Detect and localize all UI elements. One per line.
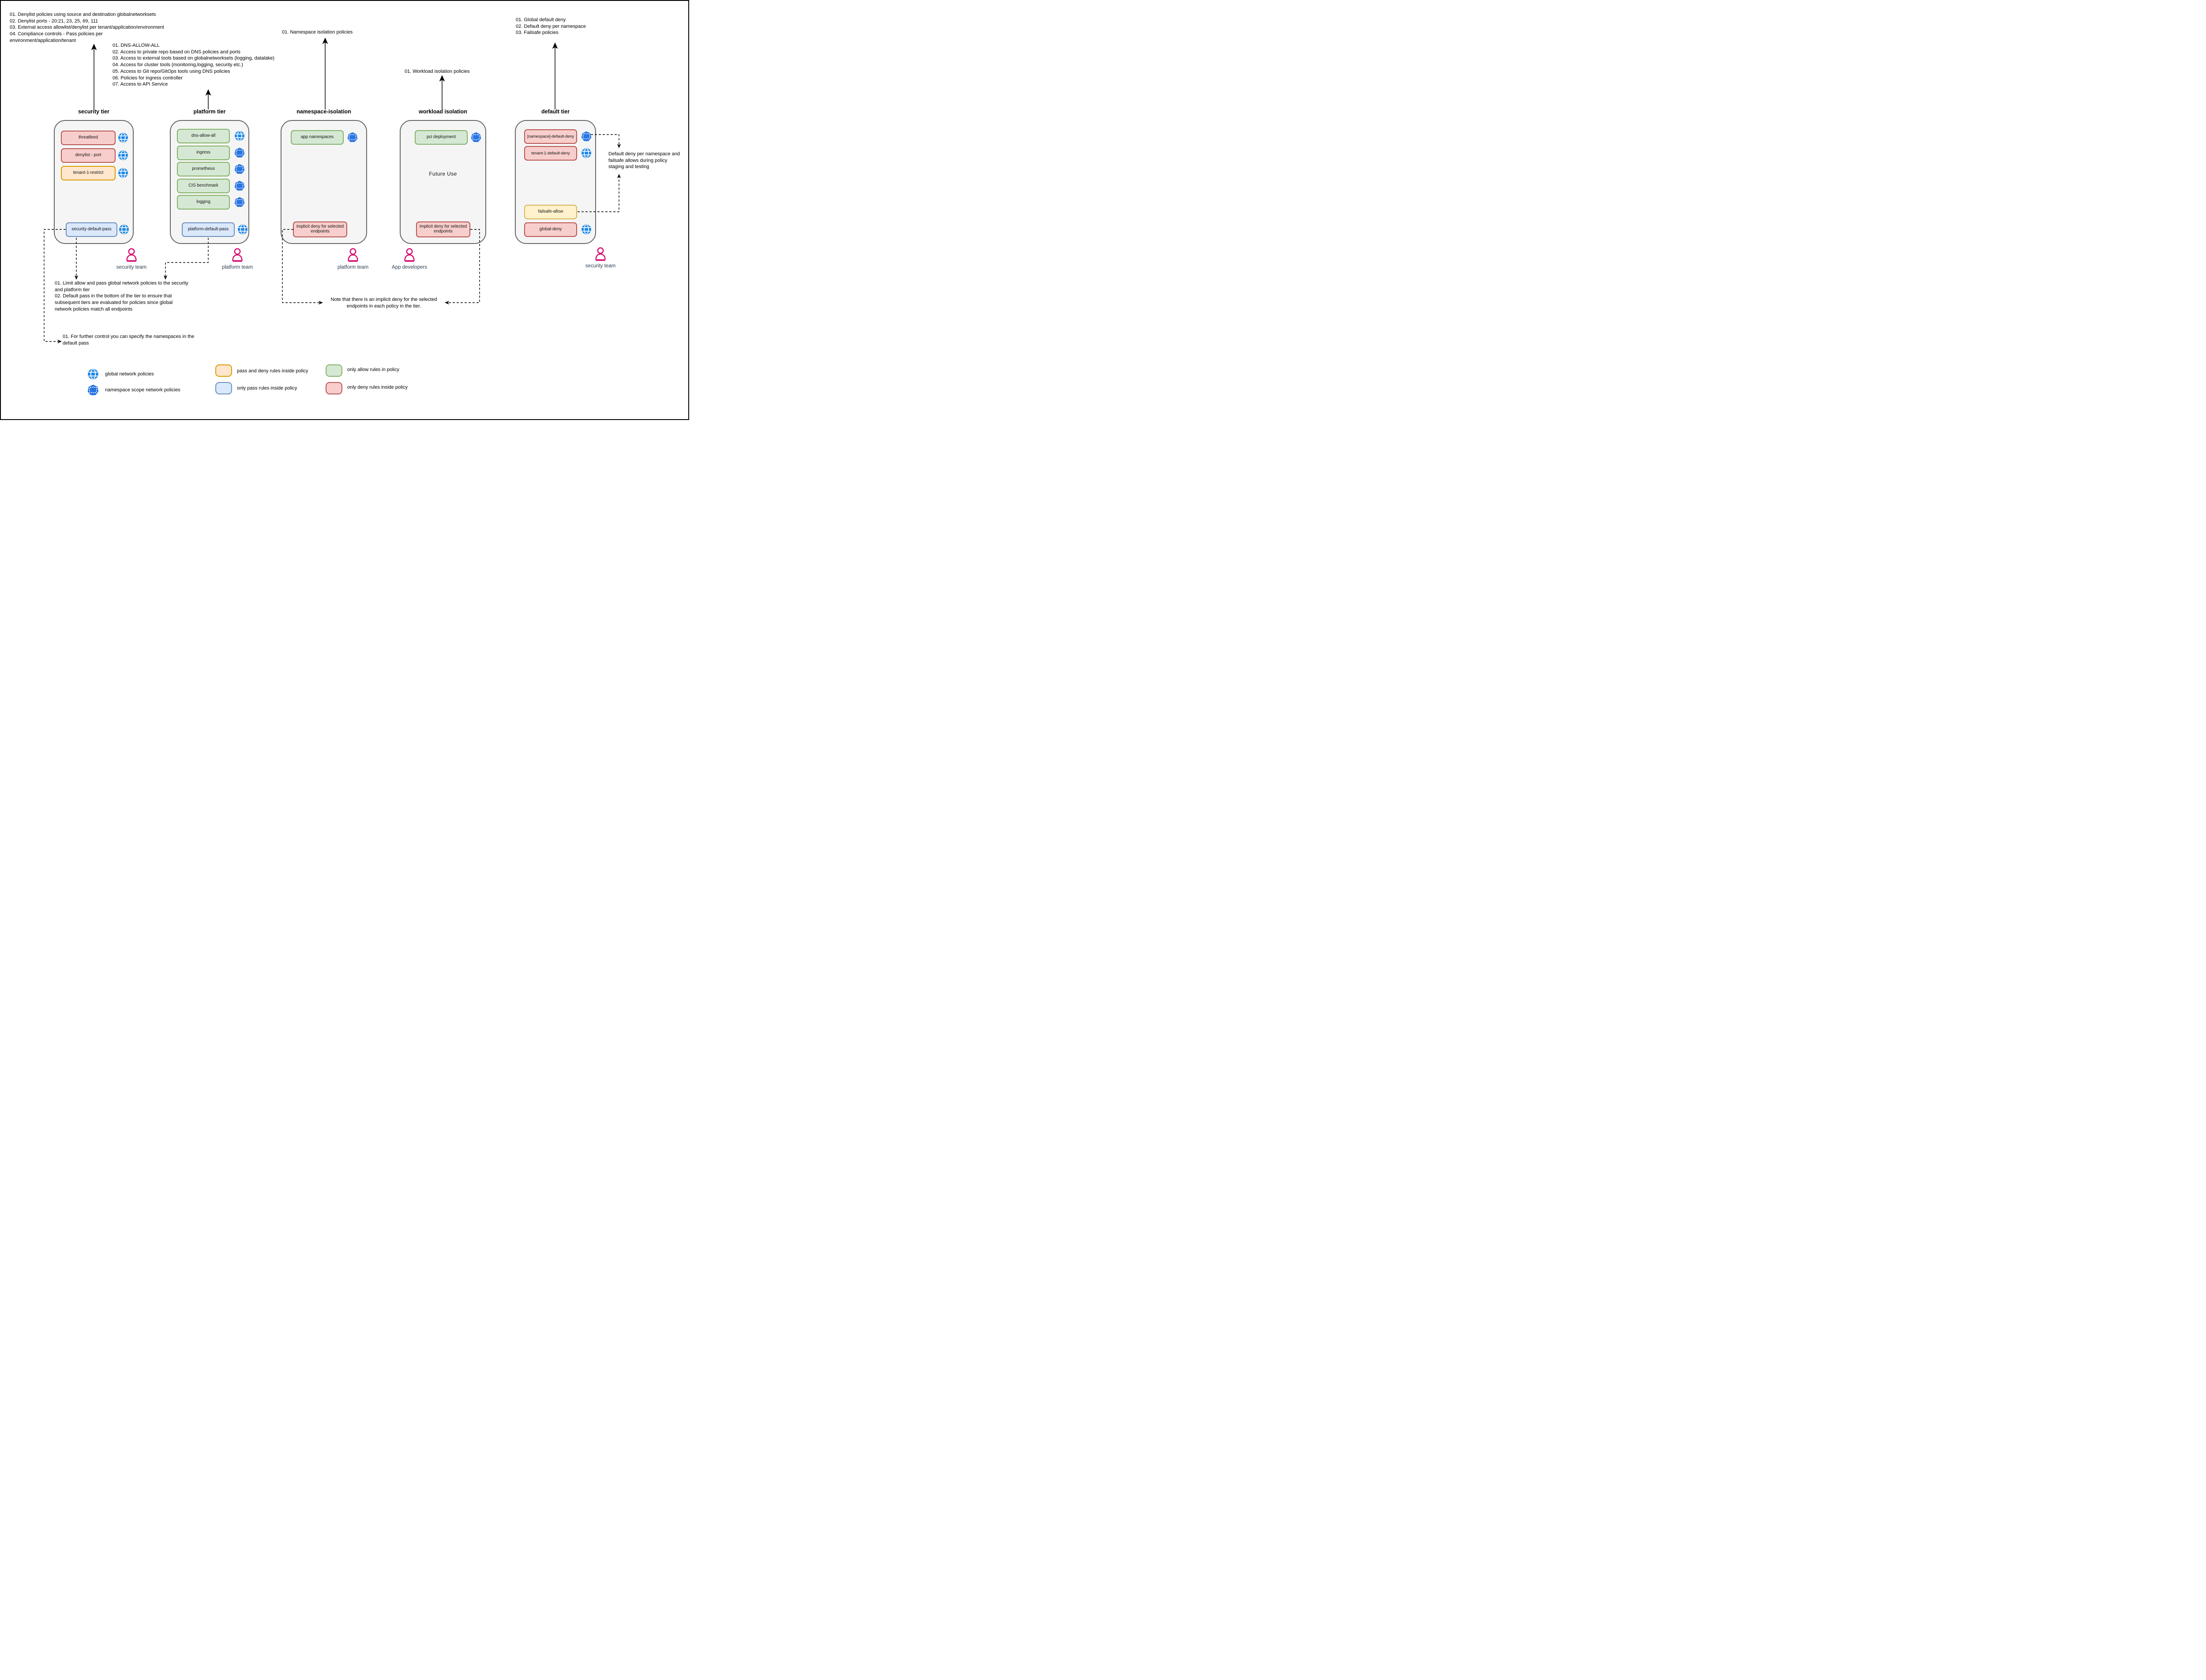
policy-box-prometheus: prometheus xyxy=(177,162,230,176)
policy-box-app-namespaces: app namespaces xyxy=(291,130,344,145)
arrowhead-failsafe-note-up xyxy=(617,174,621,178)
namespace-icon xyxy=(234,197,245,207)
policy-box-global-deny: global-deny xyxy=(524,222,577,237)
further-control-note: 01. For further control you can specify … xyxy=(63,334,195,346)
policy-box-threatfeed: threatfeed xyxy=(61,131,116,145)
team-label-security-1: security team xyxy=(116,265,147,270)
person-icon xyxy=(232,248,243,262)
policy-box-platform-default-pass: platform-default-pass xyxy=(182,222,235,237)
arrowhead-workload-up xyxy=(439,75,445,82)
legend-label-allow: only allow rules in policy xyxy=(347,367,399,372)
globe-icon xyxy=(237,224,248,235)
arrowhead-platform-up xyxy=(205,89,211,96)
platform-tier-annotation: 01. DNS-ALLOW-ALL 02. Access to private … xyxy=(113,43,274,87)
policy-box-failsafe-allow: failsafe-allow xyxy=(524,205,577,219)
security-tier-annotation: 01. Denylist policies using source and d… xyxy=(10,12,164,43)
arrowhead-default-up xyxy=(552,42,558,49)
tier-title-namespace-isolation: namespace-isolation xyxy=(296,109,351,115)
workload-isolation-annotation: 01. Workload isolation policies xyxy=(405,69,470,74)
globe-icon xyxy=(581,148,592,158)
policy-box-pci-deployment: pci deployment xyxy=(415,130,468,145)
globe-icon xyxy=(234,131,245,141)
globe-icon xyxy=(118,132,128,143)
policy-box-tenant-1-default-deny: tenant-1-default-deny xyxy=(524,146,577,161)
legend-swatch-pass xyxy=(215,382,232,394)
policy-box-denylist-port: denylist - port xyxy=(61,148,116,163)
team-label-security-2: security team xyxy=(585,263,616,269)
tier-title-platform: platform tier xyxy=(193,109,226,115)
tier-title-workload-isolation: workload isolation xyxy=(419,109,467,115)
arrowhead-note-right xyxy=(445,300,449,305)
future-use-label: Future Use xyxy=(429,171,457,177)
person-icon xyxy=(595,247,606,261)
legend-swatch-passdeny xyxy=(215,364,232,377)
namespace-icon xyxy=(471,132,481,142)
arrowhead-security-up xyxy=(91,44,97,50)
policy-box-namespace-default-deny: [namespace]-default-deny xyxy=(524,129,577,144)
implicit-deny-note: Note that there is an implicit deny for … xyxy=(330,297,437,309)
team-label-app-developers: App developers xyxy=(392,265,427,270)
policy-box-security-default-pass: security-default-pass xyxy=(66,222,117,237)
globe-icon xyxy=(87,368,99,380)
arrowhead-further-control xyxy=(57,339,62,344)
team-label-platform-2: platform team xyxy=(337,265,369,270)
default-tier-annotation: 01. Global default deny 02. Default deny… xyxy=(516,17,586,36)
namespace-icon xyxy=(581,131,592,142)
legend-swatch-deny xyxy=(326,382,342,394)
arrowhead-note-left xyxy=(319,300,323,305)
person-icon xyxy=(126,248,137,262)
legend-label-deny: only deny rules inside policy xyxy=(347,385,408,390)
failsafe-note: Default deny per namespace and failsafe … xyxy=(608,151,680,170)
legend-label-pass: only pass rules inside policy xyxy=(237,386,297,391)
tier-title-default: default tier xyxy=(541,109,570,115)
namespace-icon xyxy=(234,147,245,158)
person-icon xyxy=(347,248,359,262)
namespace-icon xyxy=(234,180,245,191)
globe-icon xyxy=(118,168,128,178)
namespace-icon xyxy=(234,164,245,174)
arrowhead-platform-down xyxy=(163,275,168,280)
limit-pass-note: 01. Limit allow and pass global network … xyxy=(55,281,188,312)
policy-box-tenant-1-restrict: tenant-1-restrict xyxy=(61,166,116,180)
team-label-platform-1: platform team xyxy=(221,265,253,270)
diagram-canvas: 01. Denylist policies using source and d… xyxy=(0,0,689,420)
person-icon xyxy=(404,248,415,262)
policy-box-logging: logging xyxy=(177,195,230,210)
globe-icon xyxy=(581,224,592,235)
arrowhead-security-down xyxy=(74,275,79,280)
namespace-isolation-annotation: 01. Namespace isolation policies xyxy=(282,30,353,35)
policy-box-cis-benchmark: CIS benchmark xyxy=(177,179,230,193)
namespace-icon xyxy=(347,132,358,142)
policy-box-ingress: ingress xyxy=(177,146,230,160)
arrowhead-namespace-up xyxy=(322,38,328,44)
policy-box-dns-allow-all: dns-allow-all xyxy=(177,129,230,143)
legend-swatch-allow xyxy=(326,364,342,377)
namespace-icon xyxy=(87,384,99,396)
policy-box-implicit-deny-ns: implicit deny for selected endpoints xyxy=(293,221,347,237)
legend-label-passdeny: pass and deny rules inside policy xyxy=(237,368,308,374)
legend-label-global: global network policies xyxy=(105,371,154,377)
globe-icon xyxy=(119,224,129,235)
globe-icon xyxy=(118,150,128,161)
legend-label-namespace-scope: namespace scope network policies xyxy=(105,387,180,393)
tier-title-security: security tier xyxy=(78,109,109,115)
policy-box-implicit-deny-workload: implicit deny for selected endpoints xyxy=(416,221,470,237)
arrowhead-failsafe-note-down xyxy=(617,144,621,148)
